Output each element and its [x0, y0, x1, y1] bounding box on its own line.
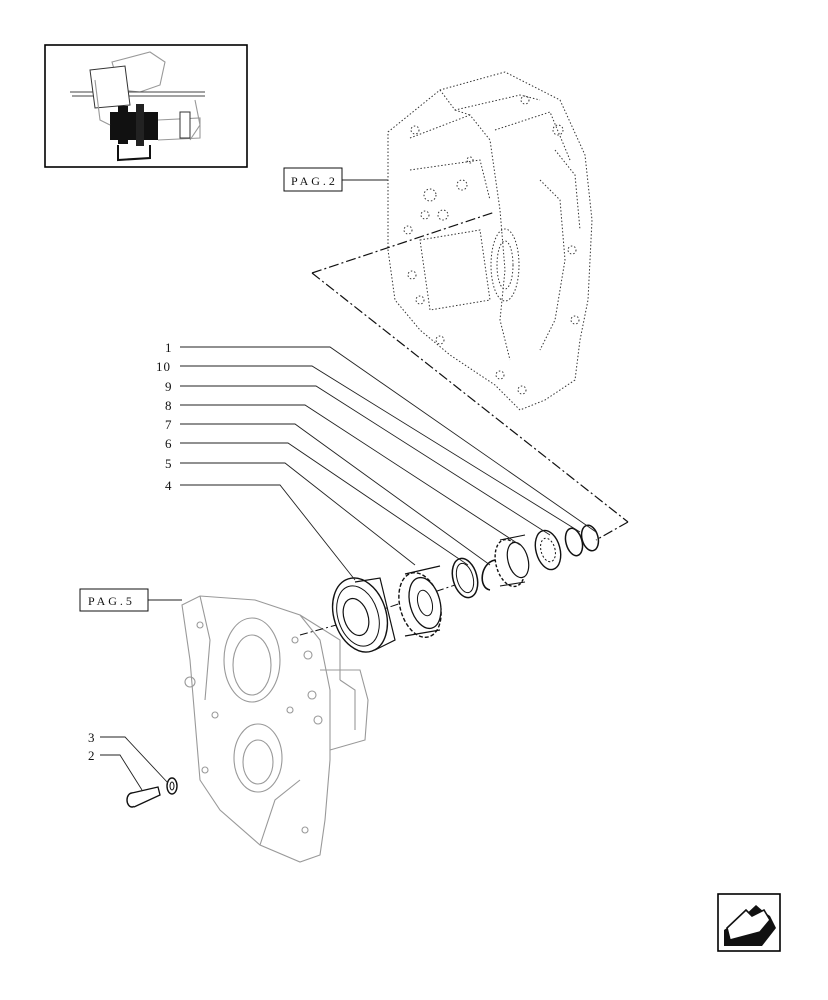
page-ref-pag5[interactable]: PAG.5 — [79, 588, 149, 612]
callout-5: 5 — [165, 456, 173, 471]
callout-1: 1 — [165, 340, 173, 355]
part-6-snap-ring — [451, 557, 479, 599]
page-ref-pag5-label: PAG.5 — [88, 594, 135, 608]
part-5-gear — [398, 565, 442, 638]
next-page-arrow-icon[interactable] — [717, 893, 781, 952]
callout-2: 2 — [88, 748, 96, 763]
callout-7: 7 — [165, 417, 173, 432]
gearbox-housing-lower — [181, 595, 369, 863]
page-ref-pag2[interactable]: PAG.2 — [283, 167, 343, 192]
callout-10: 10 — [156, 359, 171, 374]
page-ref-pag2-label: PAG.2 — [291, 174, 338, 188]
callout-9: 9 — [165, 379, 173, 394]
part-2-bolt — [126, 786, 161, 808]
location-thumbnail — [44, 44, 248, 168]
part-9-bearing — [534, 529, 562, 571]
callout-labels: 1 10 9 8 7 6 5 4 3 2 — [88, 340, 173, 763]
part-7-circlip — [481, 559, 496, 591]
callout-3: 3 — [88, 730, 96, 745]
part-4-seal — [331, 577, 396, 653]
part-8-gear — [494, 534, 530, 588]
callout-8: 8 — [165, 398, 173, 413]
callout-6: 6 — [165, 436, 173, 451]
part-3-washer — [166, 777, 178, 795]
assembly-axis-upper — [311, 211, 629, 541]
leader-lines — [100, 179, 597, 791]
callout-4: 4 — [165, 478, 173, 493]
gearbox-housing-upper — [387, 71, 593, 411]
